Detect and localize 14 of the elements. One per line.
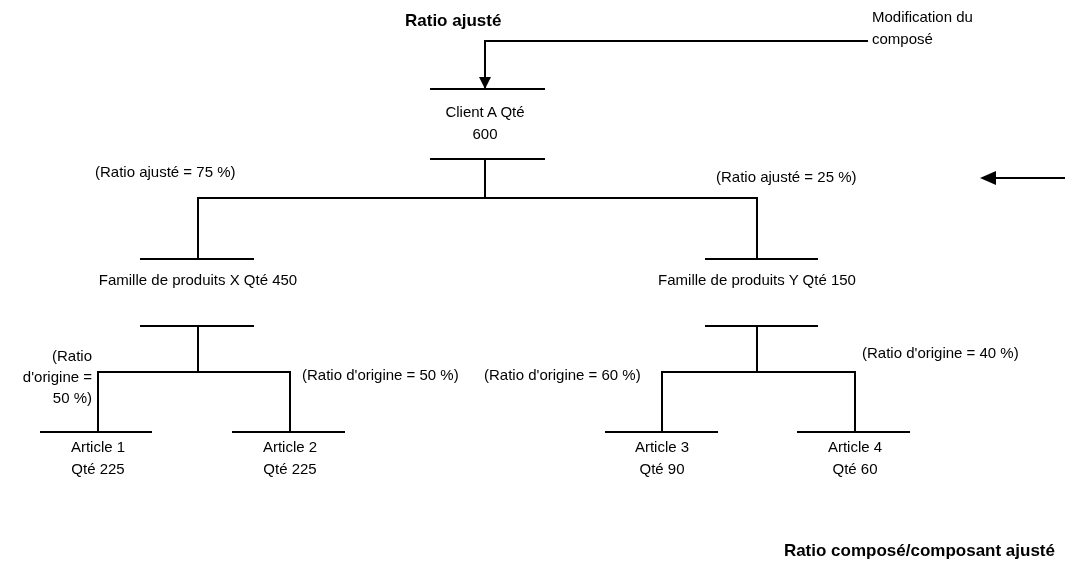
node-label: Article 3 Qté 90	[633, 437, 691, 479]
connector-line	[484, 158, 758, 260]
diagram-caption: Ratio composé/composant ajusté	[783, 541, 1055, 561]
diagram-title: Ratio ajusté	[405, 11, 502, 31]
node-label: Modification du composé	[872, 7, 974, 49]
node-label: Article 2 Qté 225	[261, 437, 319, 479]
arrow	[479, 40, 869, 90]
node-label: Famille de produits Y Qté 150	[657, 270, 857, 290]
node-label: Article 4 Qté 60	[826, 437, 884, 479]
node-label: Article 1 Qté 225	[69, 437, 127, 479]
connector-line	[756, 325, 856, 433]
node-label: Famille de produits X Qté 450	[98, 270, 298, 290]
node-label: Client A Qté 600	[445, 102, 525, 144]
connector-line	[197, 325, 291, 433]
